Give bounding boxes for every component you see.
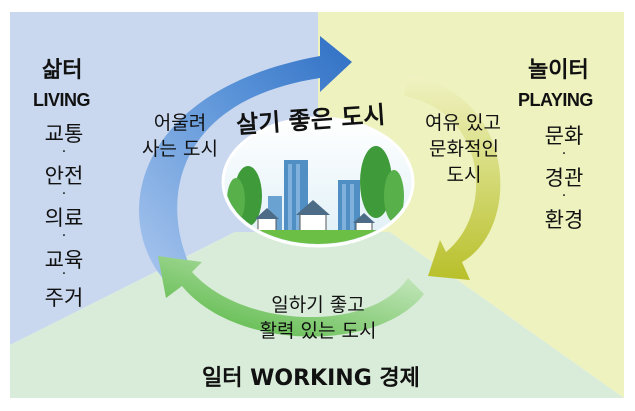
playing-separator: · <box>561 146 567 162</box>
living-item-housing: 주거 <box>44 286 84 310</box>
playing-title: 놀이터 <box>528 58 589 83</box>
living-item-medical: 의료 <box>44 206 84 230</box>
phrase-leisure-line1: 여유 있고 <box>425 112 501 134</box>
working-label: 일터 WORKING 경제 <box>202 366 420 391</box>
phrase-work-line1: 일하기 좋고 <box>271 294 365 316</box>
living-item-education: 교육 <box>44 248 84 272</box>
living-separator: · <box>61 228 67 244</box>
living-separator: · <box>61 144 67 160</box>
city-illustration-icon <box>221 116 415 248</box>
phrase-together-line2: 사는 도시 <box>142 138 218 160</box>
phrase-leisure-line2: 문화적인 <box>429 138 499 160</box>
playing-english: PLAYING <box>518 90 593 110</box>
playing-separator: · <box>561 188 567 204</box>
living-title: 삶터 <box>42 58 83 83</box>
playing-item-culture: 문화 <box>544 124 584 148</box>
playing-item-environment: 환경 <box>544 208 584 232</box>
living-english: LIVING <box>33 90 91 110</box>
arrow-playing-to-working <box>404 74 501 280</box>
living-item-traffic: 교통 <box>44 122 84 146</box>
living-separator: · <box>61 266 67 282</box>
playing-region <box>318 12 624 398</box>
living-separator: · <box>61 186 67 202</box>
playing-item-landscape: 경관 <box>544 166 584 190</box>
phrase-leisure-line3: 도시 <box>446 164 482 186</box>
phrase-together-line1: 어울려 <box>153 112 207 134</box>
living-item-safety: 안전 <box>44 164 84 188</box>
arrow-working-to-living <box>158 256 424 337</box>
phrase-work-line2: 활력 있는 도시 <box>259 320 377 342</box>
